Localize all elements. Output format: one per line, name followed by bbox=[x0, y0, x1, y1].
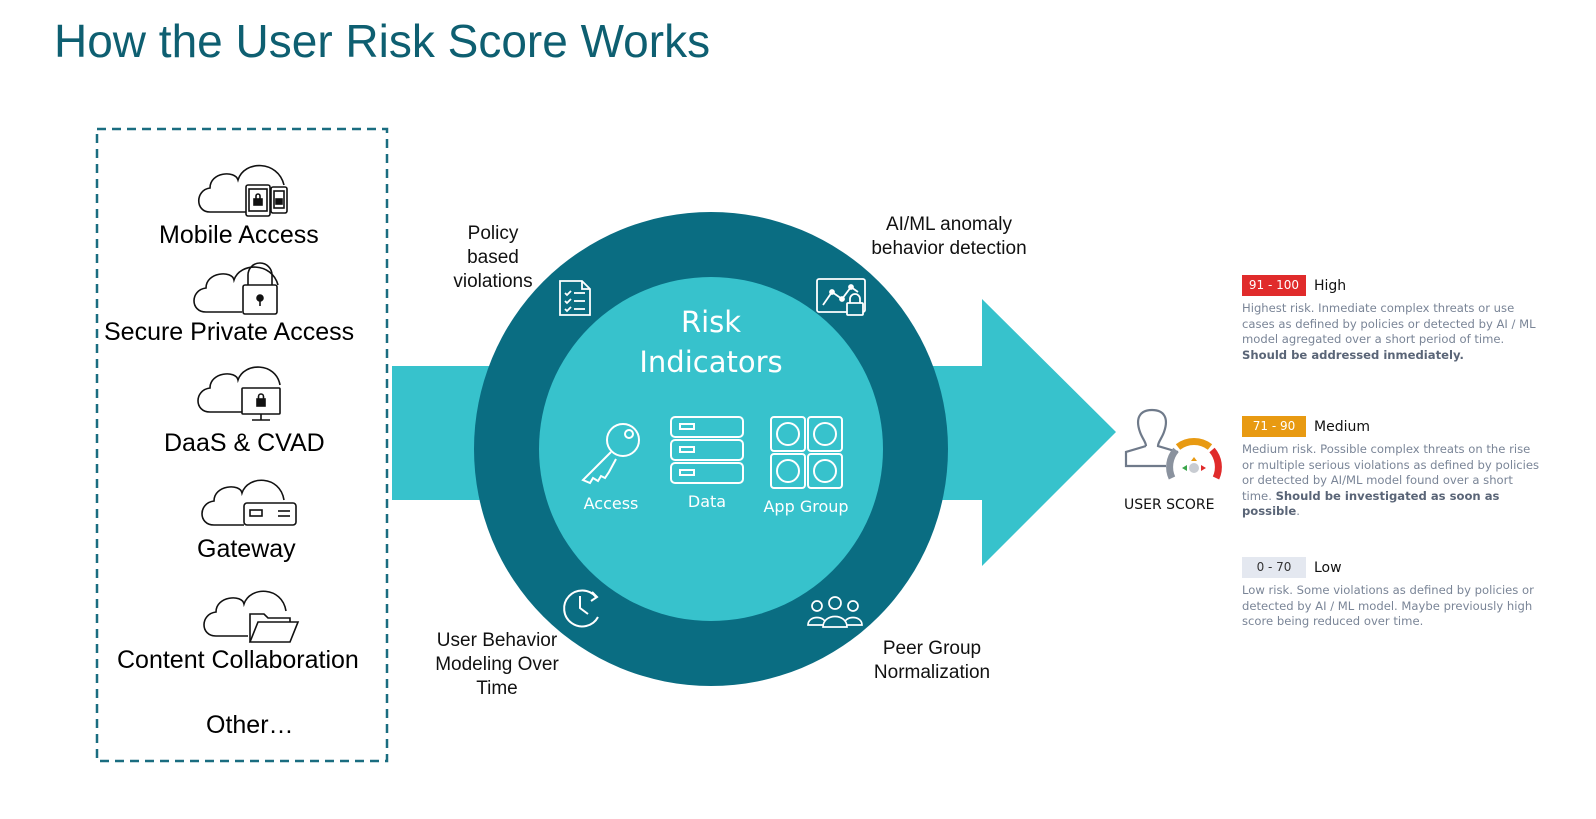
cloud-monitor-icon bbox=[197, 366, 281, 421]
label-peer-group: Peer Group Normalization bbox=[873, 638, 991, 683]
cloud-lock-icon bbox=[193, 262, 279, 315]
legend-medium-desc: Medium risk. Possible complex threats on… bbox=[1242, 442, 1540, 519]
range-badge-low: 0 - 70 bbox=[1242, 557, 1306, 578]
anomaly-chart-icon bbox=[816, 278, 866, 316]
level-low: Low bbox=[1314, 559, 1342, 576]
inner-circle bbox=[539, 277, 883, 621]
key-icon bbox=[581, 423, 640, 485]
clock-icon bbox=[563, 589, 599, 628]
legend-low-desc: Low risk. Some violations as defined by … bbox=[1242, 583, 1534, 629]
legend-high-desc: Highest risk. Inmediate complex threats … bbox=[1242, 301, 1536, 362]
legend-medium: 71 - 90 Medium Medium risk. Possible com… bbox=[1242, 416, 1542, 520]
database-icon bbox=[670, 416, 744, 484]
range-badge-high: 91 - 100 bbox=[1242, 275, 1306, 296]
cloud-folder-icon bbox=[203, 590, 300, 643]
legend-high: 91 - 100 High Highest risk. Inmediate co… bbox=[1242, 275, 1542, 363]
peer-group-icon bbox=[807, 596, 863, 628]
level-high: High bbox=[1314, 277, 1347, 294]
cloud-gateway-icon bbox=[201, 479, 297, 526]
indicator-app-group-label: App Group bbox=[763, 497, 849, 516]
page-title: How the User Risk Score Works bbox=[54, 15, 711, 67]
source-daas-cvad: DaaS & CVAD bbox=[164, 429, 325, 457]
level-medium: Medium bbox=[1314, 418, 1370, 435]
source-other: Other… bbox=[206, 711, 294, 739]
label-policy-violations: Policy based violations bbox=[453, 223, 533, 292]
source-mobile-access: Mobile Access bbox=[159, 221, 319, 249]
label-aiml-anomaly: AI/ML anomaly behavior detection bbox=[871, 214, 1027, 259]
risk-indicators-title: Risk Indicators bbox=[639, 305, 783, 379]
checklist-icon bbox=[559, 280, 591, 316]
range-badge-medium: 71 - 90 bbox=[1242, 416, 1306, 437]
risk-gauge-icon bbox=[1166, 438, 1222, 480]
label-user-behavior: User Behavior Modeling Over Time bbox=[435, 630, 559, 699]
indicator-access-label: Access bbox=[583, 494, 639, 513]
user-score-label: USER SCORE bbox=[1124, 497, 1215, 513]
sources-box bbox=[95, 127, 389, 763]
cloud-devices-icon bbox=[197, 164, 288, 217]
legend-low: 0 - 70 Low Low risk. Some violations as … bbox=[1242, 557, 1542, 630]
source-secure-private-access: Secure Private Access bbox=[104, 318, 355, 346]
indicator-data-label: Data bbox=[687, 492, 727, 511]
app-grid-icon bbox=[770, 416, 843, 489]
source-gateway: Gateway bbox=[197, 535, 296, 563]
source-content-collaboration: Content Collaboration bbox=[117, 646, 359, 674]
user-silhouette-icon bbox=[1124, 408, 1179, 468]
